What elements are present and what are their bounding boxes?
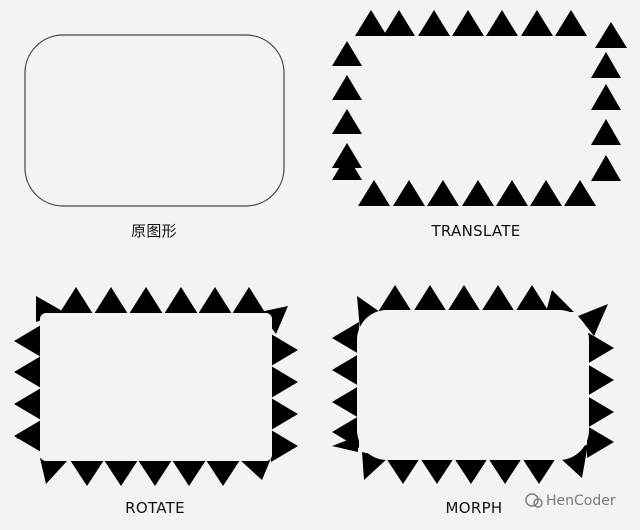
translate-triangle <box>521 10 553 36</box>
watermark-text: HenCoder <box>546 493 616 509</box>
morph-triangle <box>488 458 522 484</box>
translate-triangle <box>332 155 362 180</box>
morph-triangle <box>515 285 549 312</box>
rotate-triangle <box>14 325 41 357</box>
translate-triangle <box>418 10 450 36</box>
translate-triangle <box>486 10 518 36</box>
translate-triangle <box>591 155 621 181</box>
morph-triangle <box>578 304 608 336</box>
original-label: 原图形 <box>131 222 177 240</box>
morph-triangle <box>332 436 358 452</box>
translate-triangle <box>358 180 390 206</box>
morph-triangle <box>481 285 515 312</box>
rotate-triangle <box>104 460 138 486</box>
morph-inner-rounded-rect <box>357 310 589 460</box>
morph-triangle <box>332 354 359 386</box>
rotate-triangle <box>94 287 128 314</box>
translate-triangle <box>332 75 362 100</box>
morph-triangle <box>357 296 380 330</box>
translate-triangle <box>530 180 562 206</box>
morph-triangle <box>447 285 481 312</box>
rotate-triangle <box>129 287 163 314</box>
morph-triangle <box>332 386 359 418</box>
translate-triangle <box>383 10 415 36</box>
translate-triangle <box>591 84 621 110</box>
rotate-triangle-marks <box>14 287 298 486</box>
rotate-triangle <box>164 287 198 314</box>
rotate-triangle <box>271 398 298 430</box>
morph-triangle <box>546 290 574 312</box>
morph-panel: MORPH <box>332 285 614 517</box>
rotate-inner-rect <box>40 313 272 461</box>
translate-triangle <box>393 180 425 206</box>
translate-triangle <box>355 10 387 36</box>
translate-triangle <box>452 10 484 36</box>
morph-triangle <box>587 332 614 364</box>
rotate-triangle <box>16 432 40 446</box>
translate-triangle <box>595 22 627 48</box>
translate-label: TRANSLATE <box>430 222 520 240</box>
morph-triangle <box>522 458 556 484</box>
morph-triangle <box>587 396 614 428</box>
rotate-triangle <box>271 430 298 462</box>
rotate-triangle <box>14 388 41 420</box>
rotate-triangle <box>271 334 298 366</box>
rotate-triangle <box>172 460 206 486</box>
morph-triangle <box>413 285 447 312</box>
translate-triangle <box>591 119 621 145</box>
translate-triangle <box>462 180 494 206</box>
rotate-triangle <box>260 306 288 334</box>
morph-triangle <box>587 426 614 458</box>
morph-triangle-marks <box>332 285 614 484</box>
translate-triangle-marks <box>332 10 627 206</box>
translate-triangle <box>332 109 362 134</box>
original-rounded-rect <box>24 34 285 207</box>
translate-triangle <box>496 180 528 206</box>
rotate-triangle <box>138 460 172 486</box>
watermark: HenCoder <box>525 493 616 509</box>
morph-triangle <box>454 458 488 484</box>
morph-triangle <box>386 458 420 484</box>
rotate-triangle <box>271 366 298 398</box>
translate-triangle <box>564 180 596 206</box>
morph-label: MORPH <box>446 499 503 517</box>
original-panel: 原图形 <box>24 34 285 240</box>
translate-triangle <box>555 10 587 36</box>
translate-triangle <box>332 41 362 66</box>
watermark-logo-icon <box>525 493 543 508</box>
morph-triangle <box>378 285 412 312</box>
translate-triangle <box>591 52 621 78</box>
rotate-triangle <box>206 460 240 486</box>
morph-triangle <box>560 444 588 478</box>
rotate-triangle <box>70 460 104 486</box>
morph-triangle <box>587 364 614 396</box>
rotate-triangle <box>232 287 266 314</box>
rotate-triangle <box>14 356 41 388</box>
rotate-triangle <box>59 287 93 314</box>
rotate-triangle <box>40 458 68 484</box>
morph-triangle <box>332 322 359 354</box>
rotate-label: ROTATE <box>125 499 185 517</box>
translate-panel: TRANSLATE <box>332 10 627 240</box>
morph-triangle <box>420 458 454 484</box>
rotate-triangle <box>240 456 272 480</box>
rotate-panel: ROTATE <box>14 287 298 517</box>
rotate-triangle <box>198 287 232 314</box>
translate-triangle <box>427 180 459 206</box>
